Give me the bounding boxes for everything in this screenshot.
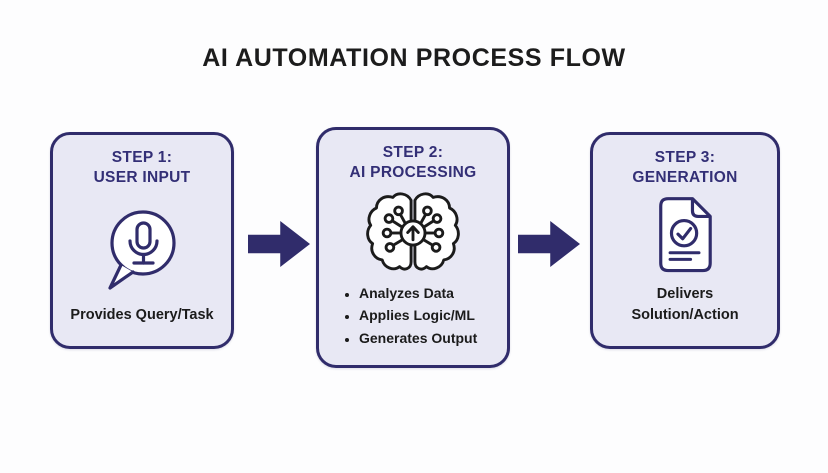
step-2-card: STEP 2: AI PROCESSING (316, 127, 510, 368)
step-2-bullet-2: Applies Logic/ML (359, 304, 477, 326)
step-2-bullet-3: Generates Output (359, 327, 477, 349)
step-3-icon-area (650, 188, 720, 283)
document-check-icon (650, 194, 720, 278)
step-3-header-line1: STEP 3: (654, 149, 716, 166)
step-3-header: STEP 3: GENERATION (632, 148, 737, 188)
step-1-description: Provides Query/Task (70, 307, 214, 324)
step-2-header: STEP 2: AI PROCESSING (349, 143, 476, 183)
step-2-header-line1: STEP 2: (382, 144, 444, 161)
step-1-card: STEP 1: USER INPUT Provides Query/Task (50, 132, 234, 349)
arrow-right-icon (518, 221, 580, 267)
step-2-icon-area (363, 183, 463, 282)
step-3-card: STEP 3: GENERATION Delivers Solution/Act… (590, 132, 780, 349)
page-title: AI AUTOMATION PROCESS FLOW (202, 44, 626, 72)
step-3-description-line1: Delivers (656, 285, 714, 302)
step-2-header-line2: AI PROCESSING (349, 164, 477, 182)
ai-brain-circuit-icon (363, 188, 463, 278)
step-3-description: Delivers Solution/Action (631, 284, 738, 328)
step-2-bullet-list: Analyzes Data Applies Logic/ML Generates… (333, 282, 477, 349)
step-2-bullet-1: Analyzes Data (359, 282, 477, 304)
step-3-description-line2: Solution/Action (631, 307, 739, 324)
step-3-header-line2: GENERATION (632, 169, 738, 187)
step-1-header-line2: USER INPUT (93, 169, 191, 187)
arrow-right-icon (248, 221, 310, 267)
step-1-header: STEP 1: USER INPUT (94, 148, 191, 188)
step-1-icon-area (97, 188, 187, 305)
step-1-header-line1: STEP 1: (111, 149, 173, 166)
microphone-speech-bubble-icon (97, 202, 187, 292)
